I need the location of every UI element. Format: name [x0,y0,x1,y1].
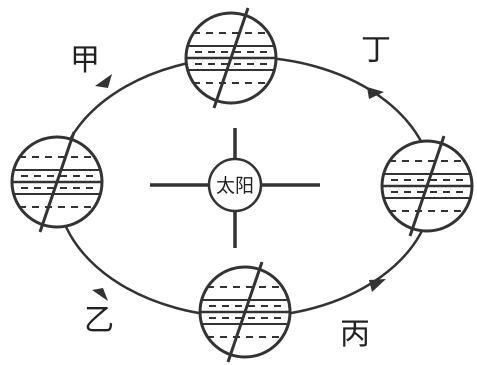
orbit-arrow-bing-icon [369,279,386,292]
orbit-arrow-yi-icon [92,288,108,301]
earth-bottom-icon [199,262,291,362]
label-yi: 乙 [84,303,114,338]
earth-right-icon [381,136,473,236]
label-ding: 丁 [361,33,391,68]
label-bing: 丙 [340,317,370,352]
earth-top-icon [185,8,277,108]
label-jia: 甲 [70,43,100,78]
earth-left-icon [11,132,103,232]
sun-label: 太阳 [216,175,254,197]
